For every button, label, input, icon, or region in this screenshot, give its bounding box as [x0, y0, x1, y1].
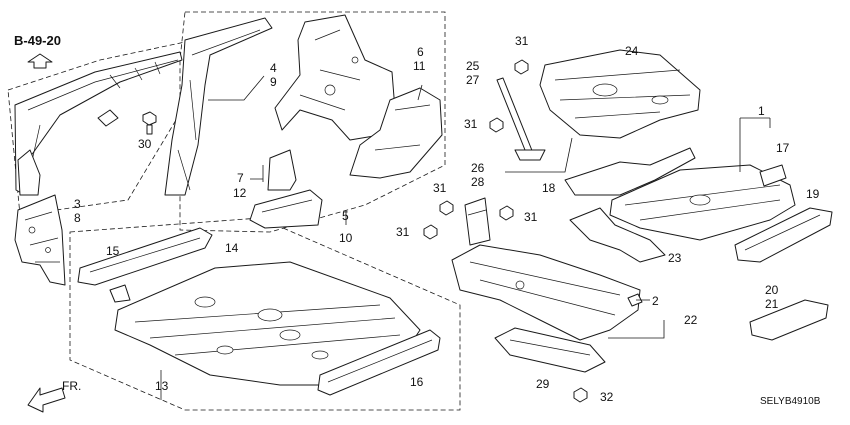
front-direction-label: FR.	[62, 379, 81, 393]
callout-19: 19	[806, 187, 820, 201]
up-arrow-icon	[27, 53, 53, 69]
bolt-icon	[489, 117, 504, 133]
callout-29: 29	[536, 377, 550, 391]
rear-cross-member	[569, 207, 666, 263]
side-sill-reinforcement	[317, 329, 441, 396]
callout-31: 31	[524, 210, 538, 224]
callout-14: 14	[225, 241, 239, 255]
bolt-icon	[499, 205, 514, 221]
callout-3: 3	[74, 197, 81, 211]
callout-27: 27	[466, 73, 480, 87]
callout-12: 12	[233, 186, 247, 200]
bolt-icon	[423, 224, 438, 240]
callout-22: 22	[684, 313, 698, 327]
side-sill-extension	[249, 149, 323, 229]
callout-7: 7	[237, 171, 244, 185]
callout-28: 28	[471, 175, 485, 189]
rear-floor-pan	[539, 49, 701, 139]
rear-floor-stay	[496, 77, 546, 161]
drawing-number: SELYB4910B	[760, 396, 821, 407]
bolt-icon	[514, 59, 529, 75]
bolt-icon	[573, 387, 588, 403]
reference-code: B-49-20	[14, 33, 61, 48]
clip-icon	[627, 293, 643, 307]
callout-16: 16	[410, 375, 424, 389]
group-outline-front-floor	[69, 217, 461, 411]
rear-pillar-stiffener	[349, 87, 443, 179]
callout-25: 25	[466, 59, 480, 73]
center-floor-bracket	[464, 197, 491, 246]
callout-15: 15	[106, 244, 120, 258]
callout-9: 9	[270, 75, 277, 89]
callout-2: 2	[652, 294, 659, 308]
roof-rail-bracket	[97, 109, 119, 127]
callout-13: 13	[155, 379, 169, 393]
rear-frame-extension	[734, 207, 833, 263]
rear-wheelhouse-inner	[274, 14, 396, 141]
callout-23: 23	[668, 251, 682, 265]
callout-17: 17	[776, 141, 790, 155]
front-pillar-inner	[14, 194, 66, 286]
center-pillar	[164, 17, 273, 196]
callout-31: 31	[396, 225, 410, 239]
front-floor-cross-member	[77, 227, 213, 303]
callout-8: 8	[74, 211, 81, 225]
bolt-icon	[142, 111, 157, 135]
sill-cover	[749, 299, 829, 341]
callout-20: 20	[765, 283, 779, 297]
callout-31: 31	[515, 34, 529, 48]
callout-11: 11	[413, 59, 426, 73]
callout-10: 10	[339, 231, 353, 245]
rear-frame-bracket	[759, 164, 787, 187]
group-outline-pillars	[179, 11, 446, 233]
callout-24: 24	[625, 44, 639, 58]
callout-31: 31	[433, 181, 447, 195]
callout-26: 26	[471, 161, 485, 175]
front-floor-panel	[114, 261, 421, 386]
callout-6: 6	[417, 45, 424, 59]
callout-31: 31	[464, 117, 478, 131]
callout-18: 18	[542, 181, 556, 195]
front-direction-arrow-icon	[27, 387, 66, 413]
rear-floor-frame	[451, 244, 641, 341]
rear-side-frame	[564, 147, 696, 196]
callout-30: 30	[138, 137, 152, 151]
bolt-icon	[439, 200, 454, 216]
callout-1: 1	[758, 104, 765, 118]
callout-4: 4	[270, 61, 277, 75]
callout-32: 32	[600, 390, 614, 404]
rear-floor-outer	[609, 164, 796, 241]
callout-5: 5	[342, 209, 349, 223]
roof-side-rail	[14, 51, 183, 196]
floor-stiffener	[494, 327, 606, 373]
callout-21: 21	[765, 297, 779, 311]
